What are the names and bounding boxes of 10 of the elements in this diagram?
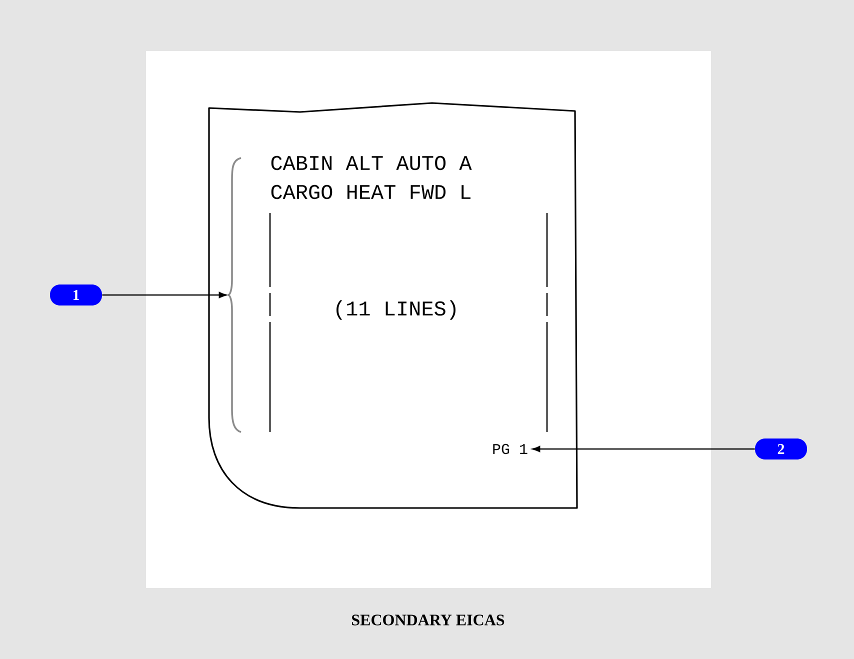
leader-line bbox=[102, 292, 227, 298]
callout-number: 1 bbox=[50, 284, 102, 306]
screen-text: (11 LINES) bbox=[336, 300, 456, 320]
screen-text: CABIN ALT AUTO A bbox=[271, 156, 472, 170]
page-number: PG 1 bbox=[493, 444, 528, 454]
leader-line bbox=[532, 446, 755, 452]
caption: SECONDARY EICAS bbox=[352, 614, 504, 626]
bracket bbox=[227, 157, 242, 433]
callout-number: 2 bbox=[755, 438, 807, 460]
screen-text: CARGO HEAT FWD L bbox=[271, 184, 470, 200]
